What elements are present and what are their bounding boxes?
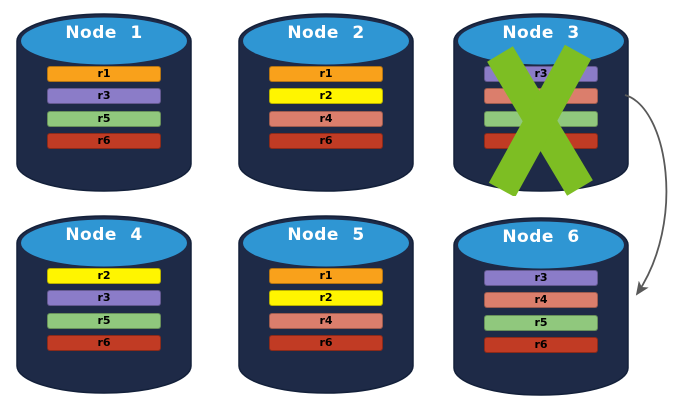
replica-row: r3 [484,270,598,286]
replica-row: r4 [484,292,598,308]
node-title: Node 5 [287,225,365,245]
node-1: Node 1 r1 r3 r5 r6 [13,8,195,196]
node-5: Node 5 r1 r2 r4 r6 [235,210,417,398]
replica-label: r5 [97,112,111,125]
replica-row: r5 [484,315,598,331]
cylinder-top [243,219,409,267]
replica-label: r6 [319,336,333,349]
failure-x-icon [487,44,593,196]
replica-label: r6 [319,134,333,147]
replica-label: r4 [319,112,333,125]
replica-row: r4 [269,111,383,127]
replica-label: r4 [319,314,333,327]
replica-row: r4 [269,313,383,329]
replica-label: r4 [534,293,548,306]
replica-row: r5 [47,313,161,329]
replica-row: r6 [269,133,383,149]
replica-label: r1 [319,67,333,80]
replica-row: r6 [484,337,598,353]
replica-label: r5 [534,316,548,329]
replica-label: r6 [97,134,111,147]
replica-label: r1 [97,67,111,80]
replica-label: r3 [97,291,111,304]
cylinder-top [458,221,624,269]
replica-row: r3 [47,88,161,104]
replica-label: r6 [534,338,548,351]
cylinder-top [243,17,409,65]
replica-row: r2 [269,88,383,104]
replica-label: r2 [97,269,111,282]
replica-row: r1 [47,66,161,82]
node-4: Node 4 r2 r3 r5 r6 [13,210,195,398]
replica-row: r6 [269,335,383,351]
replica-row: r1 [269,268,383,284]
replica-label: r2 [319,89,333,102]
node-6: Node 6 r3 r4 r5 r6 [450,212,632,400]
node-title: Node 3 [502,23,580,43]
replica-label: r1 [319,269,333,282]
replica-row: r1 [269,66,383,82]
replica-row: r6 [47,133,161,149]
node-title: Node 4 [65,225,143,245]
replica-row: r6 [47,335,161,351]
node-3: Node 3 r3 r4 r5 r6 [450,8,632,196]
node-title: Node 2 [287,23,365,43]
replica-label: r3 [534,67,548,80]
cylinder-top [21,219,187,267]
replica-label: r3 [534,271,548,284]
cylinder-top [21,17,187,65]
replica-label: r5 [97,314,111,327]
replica-label: r6 [97,336,111,349]
replica-row: r2 [47,268,161,284]
node-title: Node 6 [502,227,580,247]
replica-row: r2 [269,290,383,306]
replica-row: r5 [47,111,161,127]
cylinder-top [458,17,624,65]
node-title: Node 1 [65,23,143,43]
node-2: Node 2 r1 r2 r4 r6 [235,8,417,196]
replica-label: r3 [97,89,111,102]
replica-label: r2 [319,291,333,304]
replica-row: r3 [47,290,161,306]
